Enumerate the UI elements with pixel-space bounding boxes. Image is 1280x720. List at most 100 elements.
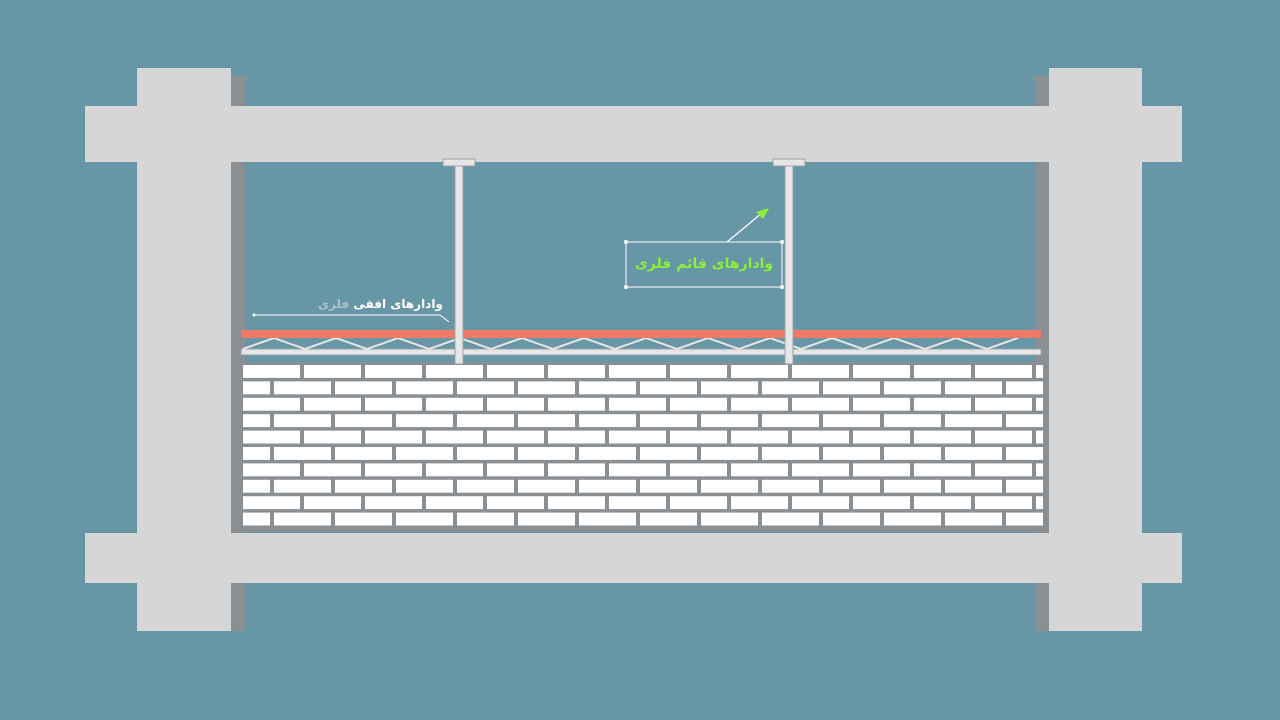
- brick: [884, 512, 941, 526]
- brick: [487, 430, 544, 444]
- brick: [518, 447, 575, 460]
- brick: [335, 414, 392, 428]
- brick: [365, 430, 422, 444]
- vertical-metal-post-right: [772, 158, 806, 365]
- brick: [731, 496, 788, 510]
- brick: [975, 496, 1032, 510]
- brick: [548, 463, 605, 477]
- brick: [823, 414, 880, 428]
- brick: [853, 430, 910, 444]
- brick: [1006, 479, 1043, 493]
- brick: [243, 463, 300, 477]
- brick: [243, 381, 270, 395]
- brick: [426, 397, 483, 411]
- brick: [1006, 447, 1043, 460]
- brick: [823, 479, 880, 493]
- brick: [335, 381, 392, 395]
- truss-web-members: [242, 336, 1019, 351]
- brick: [975, 397, 1032, 411]
- brick: [914, 365, 971, 378]
- brick: [884, 414, 941, 428]
- brick: [396, 512, 453, 526]
- brick: [640, 447, 697, 460]
- brick: [823, 447, 880, 460]
- brick: [640, 381, 697, 395]
- brick: [579, 414, 636, 428]
- brick: [365, 496, 422, 510]
- brick: [975, 365, 1032, 378]
- brick: [731, 365, 788, 378]
- brick: [579, 479, 636, 493]
- brick: [335, 479, 392, 493]
- vertical-metal-post-left: [442, 158, 476, 365]
- brick: [884, 479, 941, 493]
- brick: [487, 397, 544, 411]
- brick: [365, 397, 422, 411]
- bottom-beam: [85, 533, 1182, 583]
- brick: [426, 496, 483, 510]
- brick: [1036, 397, 1043, 411]
- brick: [243, 365, 300, 378]
- brick: [579, 381, 636, 395]
- vertical-posts-label: وادارهای قائم فلزی: [634, 256, 774, 272]
- brick: [792, 430, 849, 444]
- brick: [701, 512, 758, 526]
- brick: [792, 365, 849, 378]
- brick: [975, 463, 1032, 477]
- brick: [640, 414, 697, 428]
- brick: [701, 381, 758, 395]
- brick: [762, 414, 819, 428]
- brick: [945, 381, 1002, 395]
- brick: [670, 365, 727, 378]
- brick: [914, 496, 971, 510]
- brick: [243, 430, 300, 444]
- brick: [365, 365, 422, 378]
- brick: [731, 463, 788, 477]
- brick: [762, 479, 819, 493]
- brick: [731, 430, 788, 444]
- horizontal-label-leader: [252, 313, 450, 323]
- horizontal-posts-label-main: وادارهای افقی: [353, 297, 443, 311]
- brick: [670, 496, 727, 510]
- brick: [1036, 496, 1043, 510]
- brick: [304, 463, 361, 477]
- brick: [548, 365, 605, 378]
- horizontal-metal-truss: [240, 330, 1042, 356]
- brick: [1006, 512, 1043, 526]
- brick: [670, 430, 727, 444]
- brick: [670, 397, 727, 411]
- brick: [457, 512, 514, 526]
- brick: [914, 463, 971, 477]
- brick: [670, 463, 727, 477]
- brick: [426, 463, 483, 477]
- brick: [609, 496, 666, 510]
- brick: [243, 512, 270, 526]
- left-column: [137, 68, 231, 631]
- brick: [914, 430, 971, 444]
- brick: [945, 447, 1002, 460]
- brick: [792, 397, 849, 411]
- brick: [792, 463, 849, 477]
- brick: [243, 414, 270, 428]
- brick: [945, 479, 1002, 493]
- brick: [701, 479, 758, 493]
- brick: [853, 397, 910, 411]
- brick: [853, 463, 910, 477]
- brick: [945, 414, 1002, 428]
- brick: [823, 381, 880, 395]
- brick: [609, 365, 666, 378]
- brick: [548, 496, 605, 510]
- brick: [487, 365, 544, 378]
- brick: [762, 447, 819, 460]
- brick: [274, 381, 331, 395]
- brick: [701, 414, 758, 428]
- brick: [762, 512, 819, 526]
- brick: [274, 414, 331, 428]
- brick: [518, 479, 575, 493]
- brick: [1036, 463, 1043, 477]
- truss-top-chord: [241, 330, 1041, 338]
- right-column: [1049, 68, 1142, 631]
- brick: [914, 397, 971, 411]
- brick: [335, 447, 392, 460]
- brick: [1036, 365, 1043, 378]
